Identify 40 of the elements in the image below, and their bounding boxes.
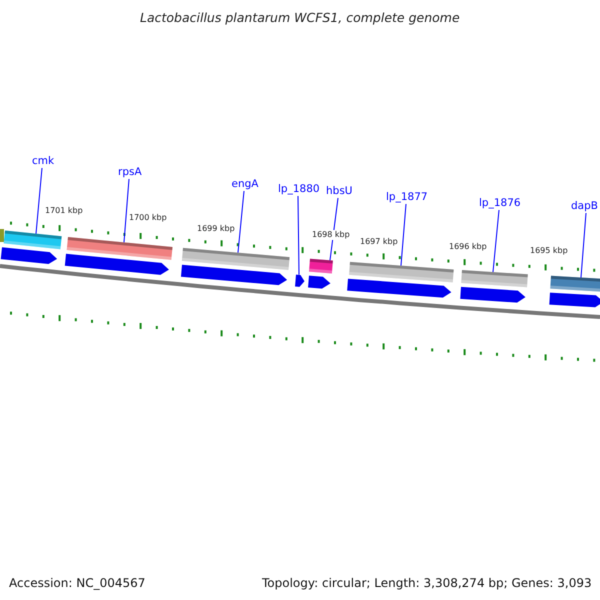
leader-line xyxy=(36,168,42,234)
cds-feature xyxy=(347,278,452,298)
scale-label: 1698 kbp xyxy=(312,230,350,240)
gene-label: lp_1876 xyxy=(479,197,521,210)
feature-bar xyxy=(182,248,290,270)
gene-label: lp_1877 xyxy=(386,191,428,204)
scale-label: 1700 kbp xyxy=(129,213,167,223)
cds-feature xyxy=(64,254,169,275)
title: Lactobacillus plantarum WCFS1, complete genome xyxy=(140,10,460,25)
cds-feature xyxy=(0,247,58,264)
leader-line xyxy=(400,204,406,266)
gene-label: rpsA xyxy=(118,166,142,179)
gene-label: hbsU xyxy=(326,185,352,198)
leader-line xyxy=(492,210,500,272)
leader-line xyxy=(238,190,244,254)
gene-label: engA xyxy=(232,178,258,191)
scale-label: 1697 kbp xyxy=(360,237,398,247)
cds-feature xyxy=(460,286,526,303)
feature-bar xyxy=(4,230,62,250)
scale-label: 1695 kbp xyxy=(530,246,568,256)
feature-bar xyxy=(66,237,173,260)
leader-line xyxy=(298,196,300,276)
cds-feature xyxy=(308,276,330,289)
scale-label: 1701 kbp xyxy=(45,206,83,216)
cds-feature xyxy=(180,264,288,286)
gene-label: lp_1880 xyxy=(278,183,320,196)
leader-line xyxy=(580,212,586,278)
cds-feature xyxy=(295,274,304,287)
gene-label: cmk xyxy=(32,155,54,168)
scale-label: 1699 kbp xyxy=(197,224,235,234)
feature-bar xyxy=(550,276,600,292)
footer-text: Topology: circular; Length: 3,308,274 bp; Genes: 3,093 xyxy=(262,576,592,590)
feature-bar xyxy=(461,270,528,288)
scale-label: 1696 kbp xyxy=(449,242,487,252)
feature-bar xyxy=(349,262,454,282)
footer-text: Accession: NC_004567 xyxy=(9,576,146,590)
gene-label: dapB xyxy=(571,200,598,213)
feature-bar xyxy=(308,258,333,274)
cds-feature xyxy=(549,292,600,308)
leader-line xyxy=(124,178,130,243)
